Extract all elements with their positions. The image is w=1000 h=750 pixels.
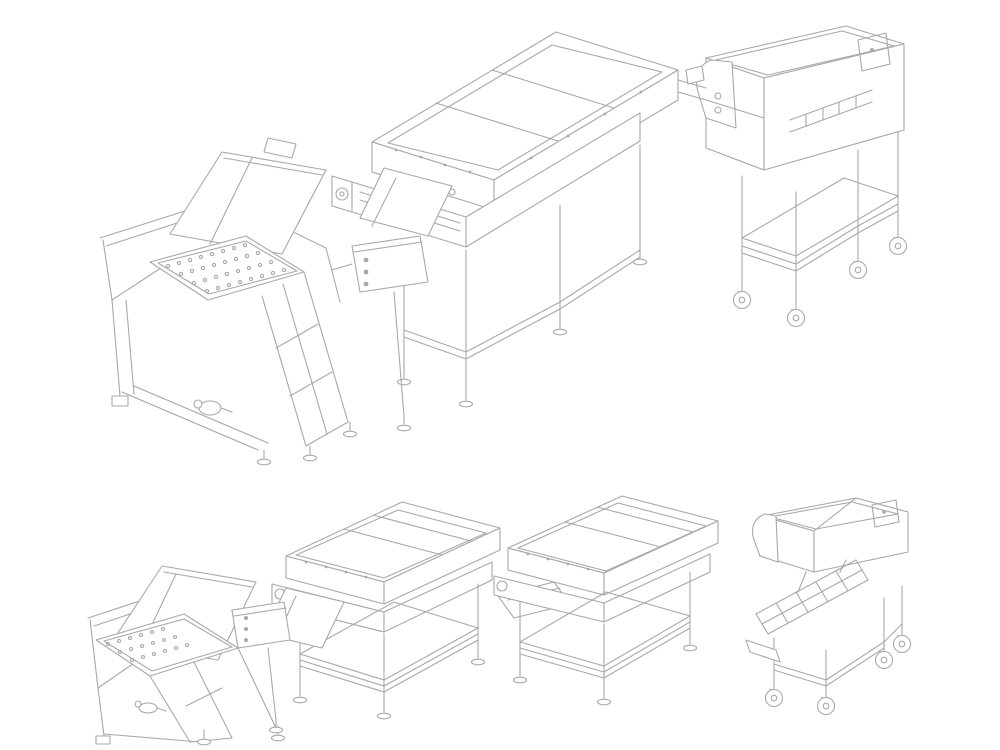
- control-button: [244, 616, 248, 620]
- caster-cart: [745, 585, 912, 716]
- caster-wheel: [848, 253, 868, 280]
- perforated-tray: [149, 235, 305, 301]
- baffle-panel: [169, 151, 327, 255]
- leveling-foot: [470, 649, 486, 666]
- leveling-foot: [342, 421, 358, 438]
- control-box: [231, 601, 291, 734]
- control-button: [363, 269, 369, 275]
- bottom-outfeed-machine: [745, 497, 912, 716]
- caster-wheel: [732, 283, 752, 310]
- top-processing-machine: [331, 31, 679, 408]
- leveling-foot: [682, 635, 698, 652]
- leveling-foot: [268, 717, 284, 734]
- caster-wheel: [816, 689, 836, 716]
- top-machine-line: [99, 25, 908, 466]
- leveling-foot: [302, 445, 318, 462]
- machine-stand: [292, 583, 486, 720]
- leveling-foot: [376, 703, 392, 720]
- top-infeed-hopper: [99, 137, 453, 466]
- vibrator-motor: [134, 700, 167, 714]
- machine-stand: [396, 144, 648, 408]
- caster-wheel: [892, 627, 912, 654]
- caster-wheel: [888, 229, 908, 256]
- machine-deck: [493, 553, 711, 623]
- leveling-foot: [196, 729, 212, 746]
- leveling-foot: [552, 319, 568, 336]
- perforated-tray: [95, 613, 239, 677]
- leveling-foot: [396, 369, 412, 386]
- top-outfeed-machine: [695, 25, 908, 328]
- caster-wheel: [764, 681, 784, 708]
- transfer-chute-panel: [359, 167, 453, 237]
- leveling-foot: [292, 687, 308, 704]
- discharge-conveyor: [755, 559, 869, 635]
- control-button: [363, 257, 369, 263]
- caster-wheel: [874, 643, 894, 670]
- control-button: [244, 627, 248, 631]
- vibrator-motor: [193, 399, 233, 416]
- leveling-foot: [458, 391, 474, 408]
- side-panel: [871, 499, 900, 528]
- leveling-foot: [256, 449, 272, 466]
- leveling-foot: [596, 689, 612, 706]
- control-button: [244, 638, 248, 642]
- bottom-processing-machine-1: [271, 501, 501, 720]
- leveling-foot: [396, 415, 412, 432]
- control-box: [331, 235, 429, 432]
- control-button: [363, 281, 369, 287]
- top-connector-bracket: [677, 65, 707, 101]
- hopper-chute: [149, 647, 286, 746]
- bottom-infeed-hopper: [87, 565, 345, 746]
- bottom-machine-line: [87, 495, 912, 746]
- hopper-chute: [256, 271, 358, 466]
- machine-stand: [512, 571, 698, 706]
- caster-cart: [732, 131, 908, 328]
- leveling-foot: [512, 667, 528, 684]
- machine-hood: [751, 513, 779, 563]
- leveling-foot: [632, 249, 648, 266]
- caster-wheel: [786, 301, 806, 328]
- bottom-processing-machine-2: [493, 495, 719, 706]
- side-panel: [857, 32, 891, 72]
